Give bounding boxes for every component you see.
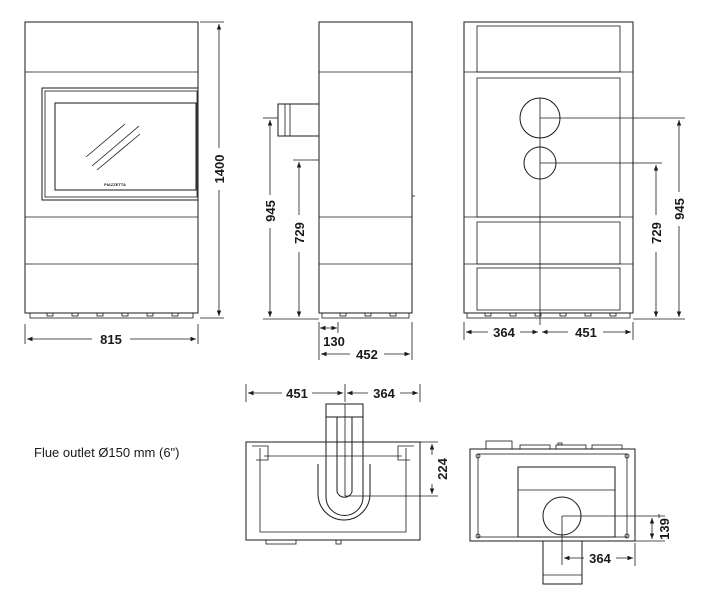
rear-body-outline — [463, 21, 634, 314]
bottom-offset-y-label: 139 — [657, 518, 672, 540]
rear-middle-panel — [476, 77, 621, 218]
top-flue-pipe-outer — [325, 417, 364, 516]
bottom-body-outline — [469, 448, 636, 542]
front-width-label: 815 — [100, 332, 122, 347]
side-view: 945 729 130 452 — [263, 21, 415, 362]
side-flue-height-label: 945 — [263, 200, 278, 222]
glass-reflection-line — [91, 125, 140, 167]
bottom-offset-x-label: 364 — [589, 551, 611, 566]
top-flue-depth-label: 224 — [435, 457, 450, 479]
front-body-outline — [24, 21, 199, 314]
top-left-offset-label: 451 — [286, 386, 308, 401]
side-flue-pipe — [277, 103, 320, 137]
bottom-ash-tray — [517, 466, 616, 538]
top-inner-wall — [259, 448, 407, 533]
top-body-outline — [245, 441, 421, 541]
rear-bottom-panel — [476, 267, 621, 311]
front-base-plinth — [29, 312, 194, 319]
bottom-flue-pipe — [542, 540, 583, 585]
front-door-frame — [41, 87, 199, 201]
side-base-feet — [339, 312, 397, 317]
front-glass-window — [54, 102, 197, 191]
top-rear-connector — [265, 539, 297, 545]
side-body-outline — [318, 21, 413, 314]
side-flue-offset-label: 130 — [323, 334, 345, 349]
top-flue-pipe-inner — [336, 417, 353, 498]
bottom-inner-outline — [477, 453, 628, 538]
front-view: PIAZZETTA 1400 815 — [24, 21, 227, 347]
front-base-feet — [46, 312, 179, 317]
rear-base-feet — [484, 312, 617, 317]
rear-view: 945 729 364 451 — [463, 21, 687, 340]
rear-top-panel — [476, 25, 621, 73]
side-depth-label: 452 — [356, 347, 378, 362]
front-logo: PIAZZETTA — [104, 182, 126, 187]
front-height-label: 1400 — [212, 155, 227, 184]
glass-reflection-line — [85, 123, 126, 158]
rear-left-offset-label: 364 — [493, 325, 515, 340]
front-door-frame-inner — [44, 90, 198, 198]
glass-reflection-line — [96, 133, 141, 171]
flue-outlet-note: Flue outlet Ø150 mm (6") — [34, 445, 180, 460]
rear-lower-panel — [476, 221, 621, 265]
bottom-corner-bolts — [475, 453, 630, 539]
rear-flue-height-label: 945 — [672, 198, 687, 220]
bottom-view: 139 364 — [469, 440, 672, 585]
top-section-view: 451 364 224 — [245, 384, 450, 545]
top-flue-bend-outer — [317, 464, 371, 521]
top-flue-collar — [325, 403, 364, 418]
side-inlet-height-label: 729 — [292, 222, 307, 244]
top-right-offset-label: 364 — [373, 386, 395, 401]
rear-inlet-height-label: 729 — [649, 222, 664, 244]
rear-right-offset-label: 451 — [575, 325, 597, 340]
bottom-rear-bracket — [485, 440, 513, 450]
rear-base-plinth — [466, 312, 631, 319]
